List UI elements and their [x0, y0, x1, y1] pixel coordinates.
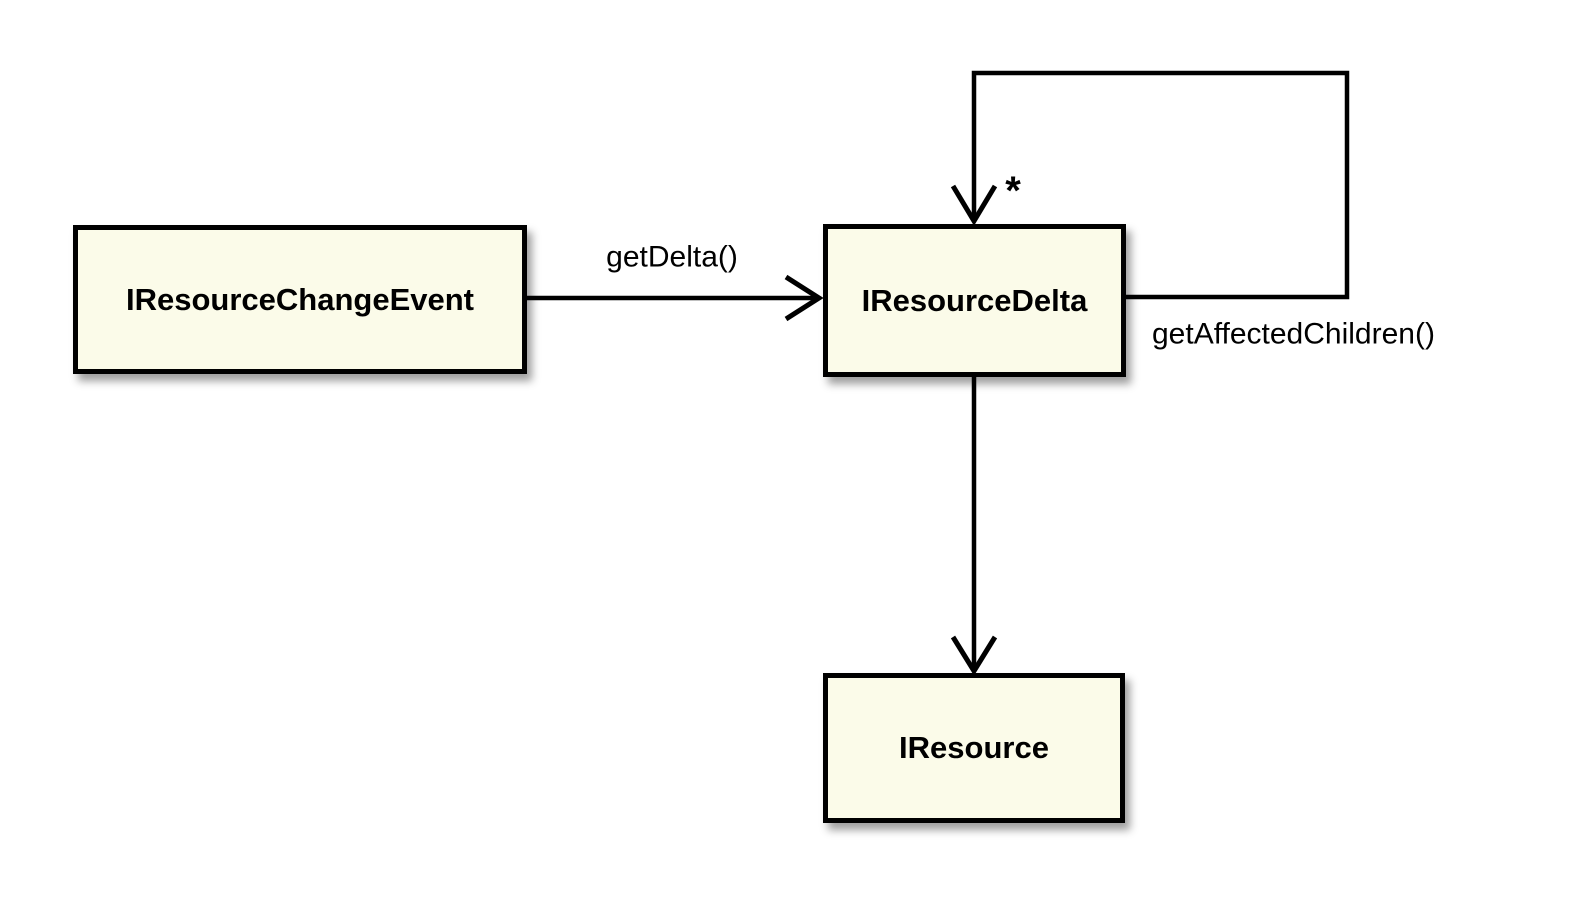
class-node-iresourcedelta: IResourceDelta — [823, 224, 1126, 377]
node-label: IResource — [899, 730, 1049, 765]
edge-label-getdelta: getDelta() — [606, 240, 738, 274]
arrowhead-right-icon — [784, 274, 824, 322]
class-node-iresourcechangeevent: IResourceChangeEvent — [73, 225, 527, 374]
multiplicity-star-label: * — [1005, 169, 1021, 213]
arrowhead-down-icon — [950, 635, 998, 676]
edge-label-getaffectedchildren: getAffectedChildren() — [1152, 317, 1435, 351]
node-label: IResourceDelta — [861, 282, 1088, 318]
node-label: IResourceChangeEvent — [126, 281, 474, 317]
edge-self-loop-line — [971, 70, 1350, 300]
class-node-iresource: IResource — [823, 673, 1125, 823]
arrowhead-down-loop-icon — [950, 184, 998, 226]
